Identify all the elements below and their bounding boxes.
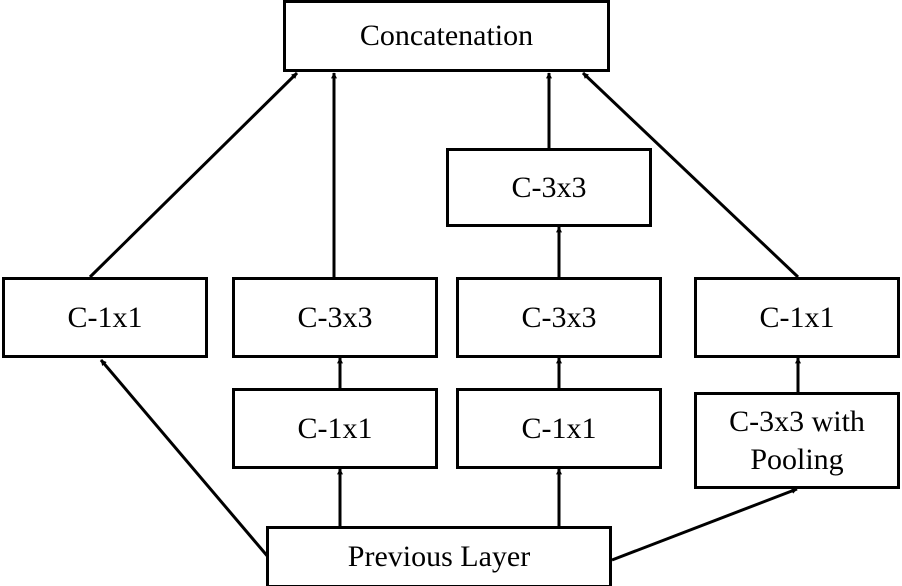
branch2-conv3x3-node: C-3x3 bbox=[232, 277, 438, 358]
branch4-conv1x1-node: C-1x1 bbox=[694, 277, 900, 358]
previous-layer-node: Previous Layer bbox=[266, 526, 612, 586]
branch3-conv1x1-node: C-1x1 bbox=[456, 388, 662, 469]
branch1-conv1x1-node: C-1x1 bbox=[2, 277, 208, 358]
edge-branch4-to-concat bbox=[581, 71, 800, 279]
branch4-pooling-node: C-3x3 with Pooling bbox=[694, 392, 900, 489]
edge-branch1-to-concat bbox=[88, 71, 299, 279]
branch3-conv3x3-node: C-3x3 bbox=[456, 277, 662, 358]
concatenation-node: Concatenation bbox=[283, 0, 610, 72]
branch3-conv3x3-top-node: C-3x3 bbox=[446, 148, 652, 227]
edge-previous-to-branch4 bbox=[611, 487, 798, 562]
branch2-conv1x1-node: C-1x1 bbox=[232, 388, 438, 469]
edge-previous-to-branch1 bbox=[99, 359, 271, 559]
